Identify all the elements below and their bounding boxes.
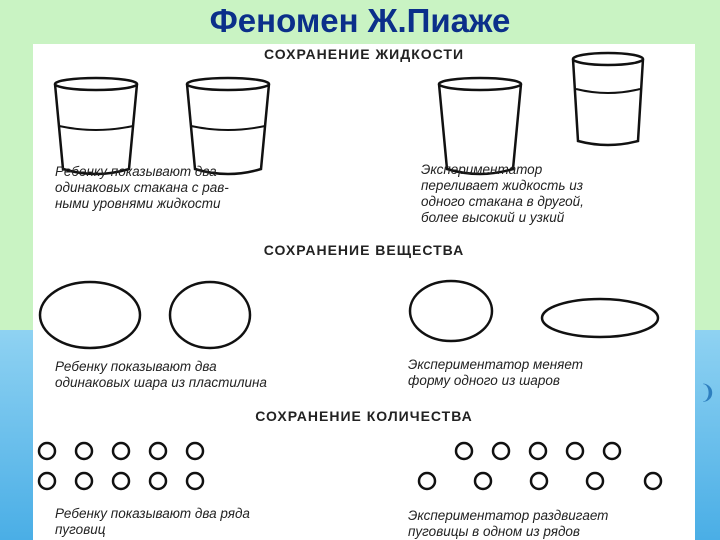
section-heading-quantity: СОХРАНЕНИЕ КОЛИЧЕСТВА: [255, 408, 473, 424]
caption-substance-right: Экспериментатор меняет форму одного из ш…: [408, 357, 583, 388]
illustration-panel: СОХРАНЕНИЕ ЖИДКОСТИ Ребенку показывают д…: [33, 44, 695, 540]
clay-ball-middle-icon: [168, 280, 252, 350]
caption-quantity-right: Экспериментатор раздвигает пуговицы в од…: [408, 508, 609, 539]
slide-title: Феномен Ж.Пиаже: [0, 0, 720, 44]
clay-flattened-icon: [540, 297, 660, 339]
clay-ball-right-icon: [408, 279, 494, 343]
glass-middle-icon: [185, 76, 271, 176]
glass-left-icon: [53, 76, 139, 176]
glass-right-wide-icon: [437, 76, 523, 176]
caption-liquid-right: Экспериментатор переливает жидкость из о…: [421, 162, 584, 225]
swirl-decoration-icon: ❩: [699, 380, 716, 404]
section-heading-liquid: СОХРАНЕНИЕ ЖИДКОСТИ: [263, 46, 465, 62]
caption-substance-left: Ребенку показывают два одинаковых шара и…: [55, 359, 267, 390]
glass-tall-narrow-icon: [571, 51, 645, 147]
caption-liquid-left: Ребенку показывают два одинаковых стакан…: [55, 164, 229, 211]
slide-title-text: Феномен Ж.Пиаже: [209, 2, 511, 39]
caption-quantity-left: Ребенку показывают два ряда пуговиц: [55, 506, 250, 537]
buttons-rows-spread-icon: [417, 441, 663, 491]
clay-ball-left-icon: [38, 280, 142, 350]
buttons-rows-equal-icon: [37, 441, 205, 491]
section-heading-substance: СОХРАНЕНИЕ ВЕЩЕСТВА: [263, 242, 465, 258]
